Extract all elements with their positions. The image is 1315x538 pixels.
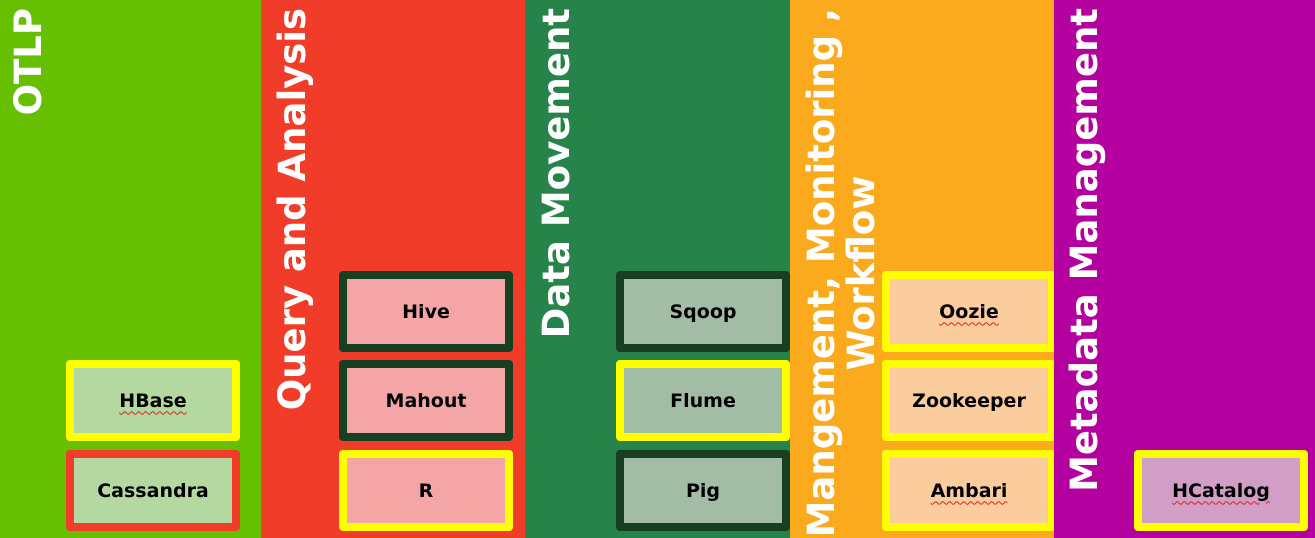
item-r[interactable]: R: [339, 450, 513, 531]
item-label: HCatalog: [1172, 479, 1270, 502]
item-mahout[interactable]: Mahout: [339, 360, 513, 441]
item-zookeeper[interactable]: Zookeeper: [882, 360, 1056, 441]
item-label: Ambari: [930, 479, 1008, 502]
item-label: HBase: [119, 389, 187, 412]
column-title-management: Mangement, Monitoring , Workflow: [800, 8, 883, 538]
item-hive[interactable]: Hive: [339, 271, 513, 352]
column-title-otlp: OTLP: [7, 8, 50, 116]
item-hbase[interactable]: HBase: [66, 360, 240, 441]
item-flume[interactable]: Flume: [616, 360, 790, 441]
column-query-analysis: Query and Analysis Hive Mahout R: [261, 0, 525, 538]
item-label: Oozie: [939, 300, 999, 323]
column-title-query: Query and Analysis: [271, 8, 314, 411]
item-label: R: [418, 479, 434, 502]
title-line-2: Workflow: [840, 175, 883, 371]
title-line-1: Mangement, Monitoring ,: [800, 8, 843, 538]
item-label: Hive: [402, 300, 450, 323]
item-label: Mahout: [385, 389, 467, 412]
item-ambari[interactable]: Ambari: [882, 450, 1056, 531]
item-label: Pig: [685, 479, 721, 502]
column-management: Mangement, Monitoring , Workflow Oozie Z…: [790, 0, 1056, 538]
item-label: Sqoop: [669, 300, 737, 323]
item-label: Flume: [670, 389, 736, 412]
item-oozie[interactable]: Oozie: [882, 271, 1056, 352]
column-metadata: Metadata Management HCatalog: [1054, 0, 1315, 538]
item-sqoop[interactable]: Sqoop: [616, 271, 790, 352]
item-hcatalog[interactable]: HCatalog: [1134, 450, 1308, 531]
item-label: Zookeeper: [912, 389, 1026, 412]
column-data-movement: Data Movement Sqoop Flume Pig: [525, 0, 790, 538]
column-otlp: OTLP HBase Cassandra: [0, 0, 261, 538]
column-title-movement: Data Movement: [535, 8, 578, 339]
item-cassandra[interactable]: Cassandra: [66, 450, 240, 531]
item-pig[interactable]: Pig: [616, 450, 790, 531]
column-title-metadata: Metadata Management: [1063, 8, 1106, 492]
item-label: Cassandra: [97, 479, 209, 502]
